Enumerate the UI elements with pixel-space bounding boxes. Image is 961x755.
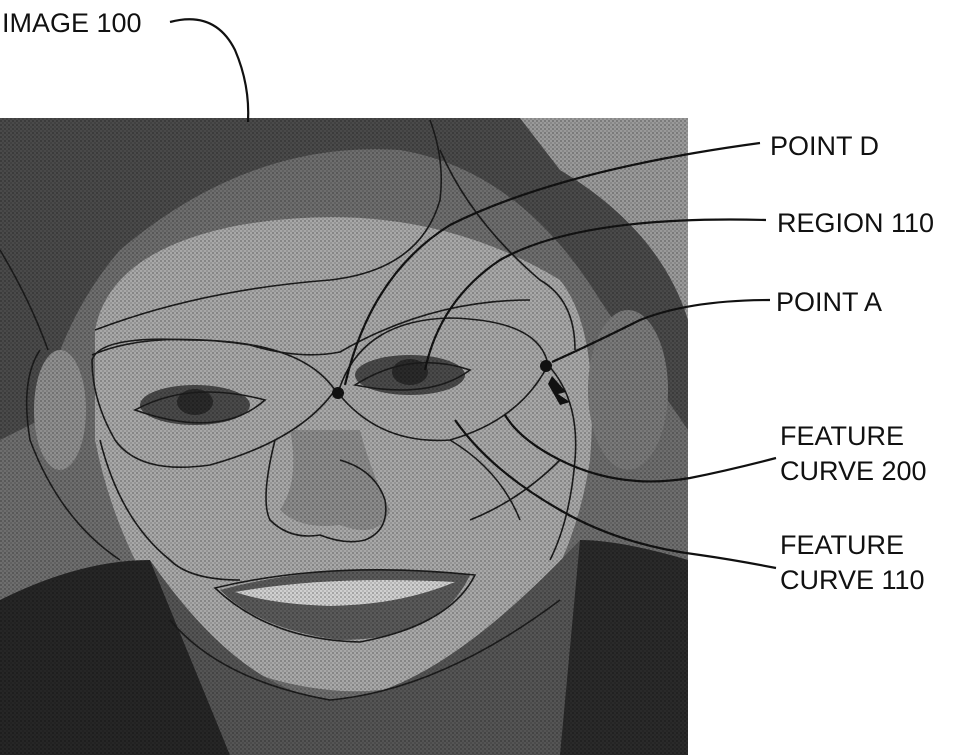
cheek-curve-left <box>99 439 241 581</box>
point-d-marker <box>332 387 344 399</box>
cheek-lines <box>449 439 561 521</box>
mouth-outline <box>213 568 477 643</box>
face-photo <box>0 118 688 755</box>
leader-point-a <box>551 298 771 364</box>
left-eye-outline <box>133 391 267 424</box>
label-feature-curve-110-line2: CURVE 110 <box>780 565 925 595</box>
label-feature-curve-110-line1: FEATURE <box>780 530 904 560</box>
forehead-curve-2 <box>439 149 576 351</box>
hairline-left <box>0 249 49 351</box>
leader-feature-curve-110 <box>454 419 777 570</box>
leader-point-d <box>343 141 761 386</box>
label-point-a: POINT A <box>776 287 882 317</box>
jaw-curve-left <box>25 349 121 561</box>
label-point-d: POINT D <box>770 131 879 161</box>
label-feature-curve-200-line2: CURVE 200 <box>780 456 927 486</box>
brow-curve <box>91 299 531 356</box>
point-a-marker <box>540 360 552 372</box>
label-image-100: IMAGE 100 <box>2 8 142 38</box>
cheek-curve-right <box>547 364 577 561</box>
point-a-arrow <box>548 376 570 405</box>
nose-curve <box>265 439 387 543</box>
leader-image-100 <box>169 18 250 123</box>
forehead-curve <box>94 119 443 331</box>
leader-region-110 <box>423 218 767 371</box>
chin-curve <box>169 599 561 701</box>
right-eye-outline <box>352 361 472 391</box>
label-feature-curve-200-line1: FEATURE <box>780 421 904 451</box>
label-region-110: REGION 110 <box>777 208 934 238</box>
leader-feature-curve-200 <box>504 414 777 483</box>
